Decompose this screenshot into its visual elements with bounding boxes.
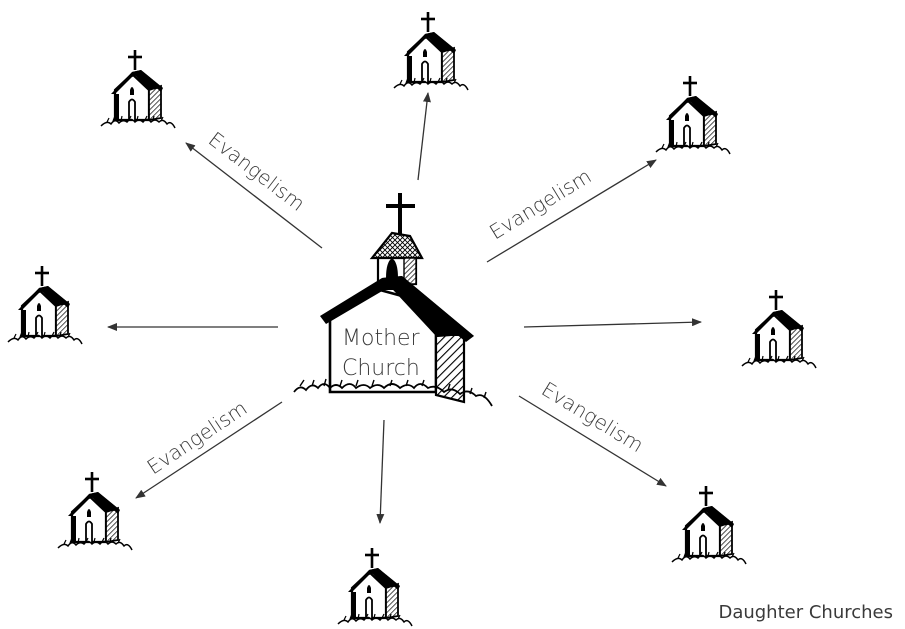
arrow-lower-right bbox=[518, 395, 667, 487]
mother-church-icon: Mother Church bbox=[293, 193, 493, 407]
daughter-church-bottom bbox=[336, 546, 414, 628]
daughter-church-lower-left bbox=[56, 470, 134, 552]
daughter-church-right bbox=[740, 288, 818, 370]
daughter-churches-legend: Daughter Churches bbox=[718, 602, 893, 623]
arrows bbox=[107, 92, 702, 524]
arrow-upper-right bbox=[486, 159, 657, 263]
arrow-right bbox=[523, 318, 702, 328]
mother-church-label-line1: Mother bbox=[342, 326, 421, 351]
evangelism-label-upper-right: Evangelism bbox=[485, 164, 595, 244]
arrow-upper-left bbox=[185, 142, 323, 249]
daughter-church-lower-right bbox=[670, 484, 748, 566]
arrow-down bbox=[376, 419, 385, 524]
daughter-church-left bbox=[6, 264, 84, 346]
arrow-lower-left bbox=[135, 401, 283, 499]
arrow-up bbox=[417, 92, 431, 181]
evangelism-label-lower-left: Evangelism bbox=[143, 396, 252, 479]
daughter-church-upper-left bbox=[99, 48, 177, 130]
daughter-church-upper-right bbox=[654, 74, 732, 156]
evangelism-label-upper-left: Evangelism bbox=[204, 127, 310, 216]
mother-church-label-line2: Church bbox=[342, 356, 420, 381]
daughter-church-top bbox=[392, 10, 470, 92]
